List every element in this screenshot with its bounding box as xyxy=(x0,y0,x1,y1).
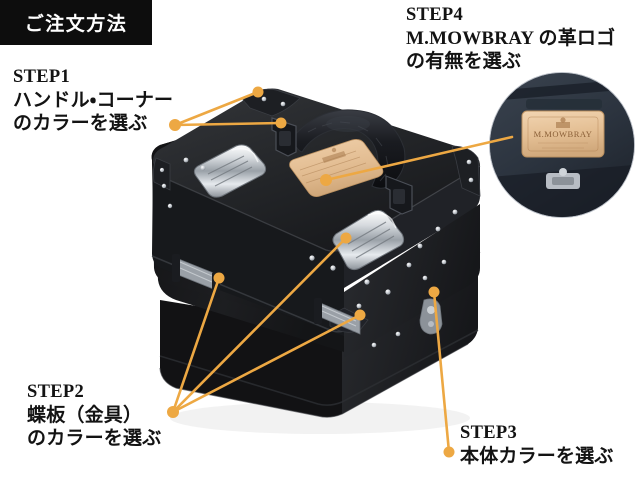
inset-logo-text: M.MOWBRAY xyxy=(534,129,593,139)
latch-top-left[interactable] xyxy=(193,144,267,198)
step2-callout-text: STEP2 蝶板（金具） のカラーを選ぶ xyxy=(27,381,161,451)
page-title-badge: ご注文方法 xyxy=(0,0,152,45)
hinge-right-side[interactable] xyxy=(419,298,443,335)
step3-line1: 本体カラーを選ぶ xyxy=(460,445,614,467)
step2-id: STEP2 xyxy=(27,382,85,402)
step1-id: STEP1 xyxy=(13,67,71,87)
case-right-face xyxy=(344,204,480,358)
page-title: ご注文方法 xyxy=(24,14,128,35)
step4-id: STEP4 xyxy=(406,5,464,25)
step3-callout-text: STEP3 本体カラーを選ぶ xyxy=(460,422,614,468)
handle-bracket-right[interactable] xyxy=(385,175,413,215)
step1-line2: のカラーを選ぶ xyxy=(13,113,148,135)
logo-detail-art: M.MOWBRAY xyxy=(490,73,634,217)
step1-line1: ハンドル・コーナー xyxy=(13,89,174,111)
step4-callout-text: STEP4 M.MOWBRAY の革ロゴ の有無を選ぶ xyxy=(406,4,615,74)
step4-line2: の有無を選ぶ xyxy=(406,51,522,73)
step3-id: STEP3 xyxy=(460,423,518,443)
latch-front-center[interactable] xyxy=(332,209,405,271)
inset-leather-patch: M.MOWBRAY xyxy=(521,110,605,158)
step1-callout-text: STEP1 ハンドル・コーナー のカラーを選ぶ xyxy=(13,66,173,136)
step2-line2: のカラーを選ぶ xyxy=(27,428,162,450)
step2-line1: 蝶板（金具） xyxy=(27,404,143,426)
carry-handle xyxy=(291,109,406,189)
logo-detail-inset: M.MOWBRAY xyxy=(490,73,634,217)
step4-line1: M.MOWBRAY の革ロゴ xyxy=(406,27,616,49)
inset-latch xyxy=(546,168,580,189)
corner-protector-left xyxy=(152,157,171,191)
